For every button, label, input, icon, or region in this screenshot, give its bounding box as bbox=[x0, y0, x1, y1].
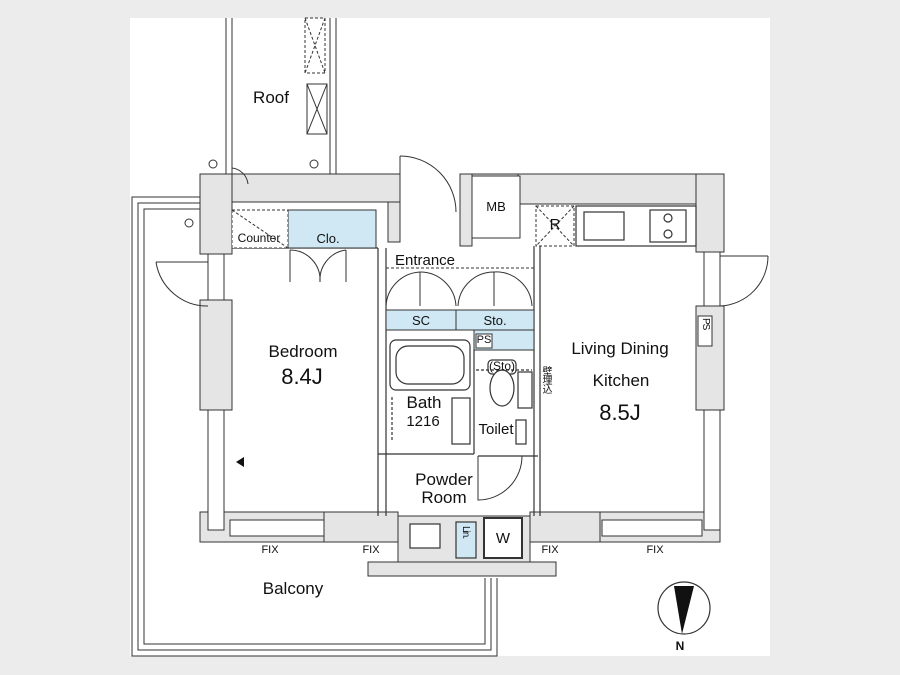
powder-fixtures bbox=[409, 517, 523, 559]
roof-drain-left bbox=[208, 159, 218, 169]
entrance-label: Entrance bbox=[394, 252, 456, 269]
bedroom-door bbox=[155, 167, 249, 307]
ldk-label-2: Kitchen bbox=[592, 371, 650, 390]
refrigerator-space bbox=[535, 205, 575, 247]
fix-label-1: FIX bbox=[261, 544, 279, 556]
roof-skylight-top bbox=[304, 17, 326, 74]
bedroom-label: Bedroom bbox=[268, 342, 338, 361]
wall-embed-label: 壁埋込 bbox=[540, 366, 551, 393]
toilet-fixture bbox=[476, 359, 533, 445]
compass-north-label: N bbox=[675, 639, 685, 653]
entrance-doors bbox=[385, 155, 534, 307]
bathtub bbox=[389, 339, 471, 445]
storage-label: Sto. bbox=[483, 313, 507, 328]
balcony-outline bbox=[131, 196, 498, 657]
powder-room-door bbox=[477, 455, 523, 501]
balcony-label: Balcony bbox=[262, 579, 324, 598]
closet-doors bbox=[289, 249, 347, 283]
entry-arrow-icon bbox=[236, 457, 244, 467]
toilet-label: Toilet bbox=[478, 421, 514, 438]
roof-label: Roof bbox=[253, 88, 289, 107]
kitchen-counter bbox=[575, 205, 697, 247]
windows bbox=[207, 251, 721, 537]
mb-box bbox=[471, 175, 521, 239]
counter-label: Counter bbox=[237, 231, 281, 245]
mb-label: MB bbox=[486, 199, 506, 214]
ldk-size: 8.5J bbox=[599, 400, 641, 425]
roof-outline bbox=[225, 18, 337, 175]
linen-label: Lin. bbox=[460, 526, 471, 539]
closet-area bbox=[231, 209, 377, 249]
storage-toilet-label: (Sto) bbox=[488, 359, 516, 373]
entrance-storage bbox=[385, 309, 535, 351]
ps-left-label: PS bbox=[476, 334, 492, 346]
shoe-cabinet-label: SC bbox=[411, 313, 431, 328]
washer-label: W bbox=[495, 530, 511, 547]
ldk-label-1: Living Dining bbox=[571, 339, 669, 358]
ps-right-label: PS bbox=[700, 318, 711, 330]
roof-drain-right bbox=[309, 159, 319, 169]
fix-label-2: FIX bbox=[362, 544, 380, 556]
ldk-door bbox=[719, 255, 769, 307]
refrigerator-label: R bbox=[549, 216, 561, 233]
balcony-drain bbox=[184, 218, 194, 228]
compass-icon bbox=[657, 581, 711, 635]
powder-room-label-2: Room bbox=[421, 488, 467, 507]
closet-label: Clo. bbox=[316, 231, 340, 246]
fix-label-4: FIX bbox=[646, 544, 664, 556]
powder-room-label-1: Powder bbox=[415, 470, 473, 489]
fix-label-3: FIX bbox=[541, 544, 559, 556]
roof-skylight-bottom bbox=[306, 83, 328, 135]
bath-size: 1216 bbox=[406, 413, 440, 430]
bedroom-size: 8.4J bbox=[281, 364, 323, 389]
bath-label: Bath bbox=[406, 393, 442, 412]
ps-right-box bbox=[697, 315, 713, 347]
